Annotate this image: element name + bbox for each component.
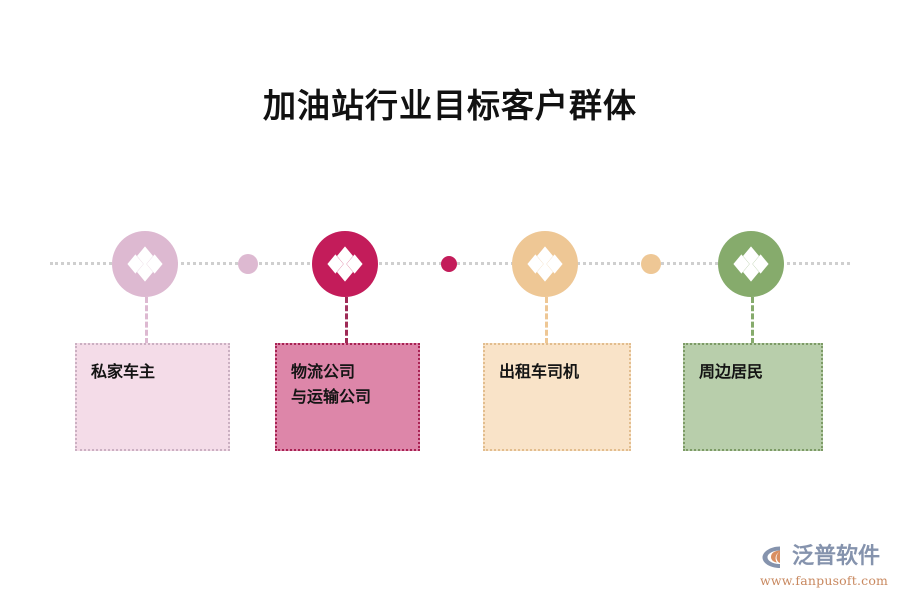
fanpu-swoosh-logo-icon bbox=[762, 546, 780, 568]
brand-row: 泛普软件 bbox=[758, 542, 880, 572]
timeline-node-circle-1[interactable] bbox=[112, 231, 178, 297]
timeline-label-card-3[interactable]: 出租车司机 bbox=[483, 343, 631, 451]
four-diamond-icon bbox=[527, 246, 563, 282]
brand-url: www.fanpusoft.com bbox=[760, 573, 889, 588]
timeline-node-stem-2 bbox=[345, 297, 348, 344]
timeline-connector-dot bbox=[238, 254, 258, 274]
timeline-node-circle-4[interactable] bbox=[718, 231, 784, 297]
four-diamond-icon bbox=[733, 246, 769, 282]
timeline-node-stem-1 bbox=[145, 297, 148, 344]
four-diamond-icon bbox=[127, 246, 163, 282]
timeline-connector-dot bbox=[441, 256, 457, 272]
brand-logo: 泛普软件 www.fanpusoft.com bbox=[758, 542, 888, 588]
timeline-node-stem-3 bbox=[545, 297, 548, 344]
timeline-label-text: 物流公司 bbox=[291, 362, 356, 381]
timeline-label-text: 与运输公司 bbox=[291, 387, 372, 406]
timeline-node-stem-4 bbox=[751, 297, 754, 344]
brand-name: 泛普软件 bbox=[792, 544, 881, 569]
timeline-label-text: 出租车司机 bbox=[499, 362, 580, 381]
timeline-label-text: 周边居民 bbox=[699, 362, 764, 381]
timeline-label-text: 私家车主 bbox=[91, 362, 156, 381]
timeline-label-card-2[interactable]: 物流公司与运输公司 bbox=[275, 343, 420, 451]
timeline-connector-dot bbox=[641, 254, 661, 274]
timeline-node-circle-2[interactable] bbox=[312, 231, 378, 297]
four-diamond-icon bbox=[327, 246, 363, 282]
timeline-node-circle-3[interactable] bbox=[512, 231, 578, 297]
timeline-label-card-4[interactable]: 周边居民 bbox=[683, 343, 823, 451]
page-title: 加油站行业目标客户群体 bbox=[263, 86, 637, 125]
timeline-label-card-1[interactable]: 私家车主 bbox=[75, 343, 230, 451]
